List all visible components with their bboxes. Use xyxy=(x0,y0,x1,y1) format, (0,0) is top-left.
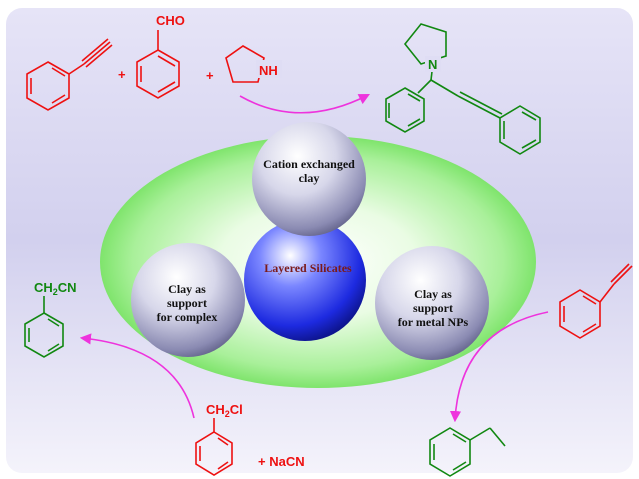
left-sphere-label-line1: Clay as xyxy=(168,282,206,296)
reactant-ch2cl-label: CH2Cl xyxy=(206,402,243,419)
left-sphere-label-line2: support xyxy=(167,296,207,310)
left-sphere xyxy=(131,243,245,357)
cyanation-reaction-arrow xyxy=(79,333,195,419)
n-label-mask xyxy=(425,56,441,72)
top-sphere-label-line2: clay xyxy=(299,171,320,185)
nh-label: NH xyxy=(259,63,278,78)
styrene-structure xyxy=(559,263,633,339)
left-sphere-label-line3: for complex xyxy=(157,310,218,324)
benzyl-chloride-structure xyxy=(195,418,233,476)
top-sphere-label-line1: Cation exchanged xyxy=(263,157,355,171)
benzyl-cyanide-structure xyxy=(24,296,64,358)
center-sphere-label: Layered Silicates xyxy=(264,261,352,275)
cho-label: CHO xyxy=(156,13,185,28)
ethylbenzene-structure xyxy=(429,427,506,477)
nacn-reagent: + NaCN xyxy=(258,454,305,469)
pyrrolidine-structure xyxy=(225,45,265,83)
n-label: N xyxy=(428,57,437,72)
right-sphere-label-line1: Clay as xyxy=(414,287,452,301)
top-sphere xyxy=(252,122,366,236)
plus-sign-2: + xyxy=(206,68,214,83)
right-sphere xyxy=(375,246,489,360)
hydrogenation-reaction-arrow xyxy=(449,311,549,423)
benzaldehyde-structure xyxy=(136,30,180,99)
plus-sign-1: + xyxy=(118,67,126,82)
right-sphere-label-line3: for metal NPs xyxy=(398,315,469,329)
a3-reaction-arrow xyxy=(239,93,370,114)
nh-label-mask xyxy=(256,60,282,78)
right-sphere-label-line2: support xyxy=(413,301,453,315)
center-sphere xyxy=(244,219,366,341)
product-ch2cn-label: CH2CN xyxy=(34,280,77,297)
phenylacetylene-structure xyxy=(26,38,113,111)
